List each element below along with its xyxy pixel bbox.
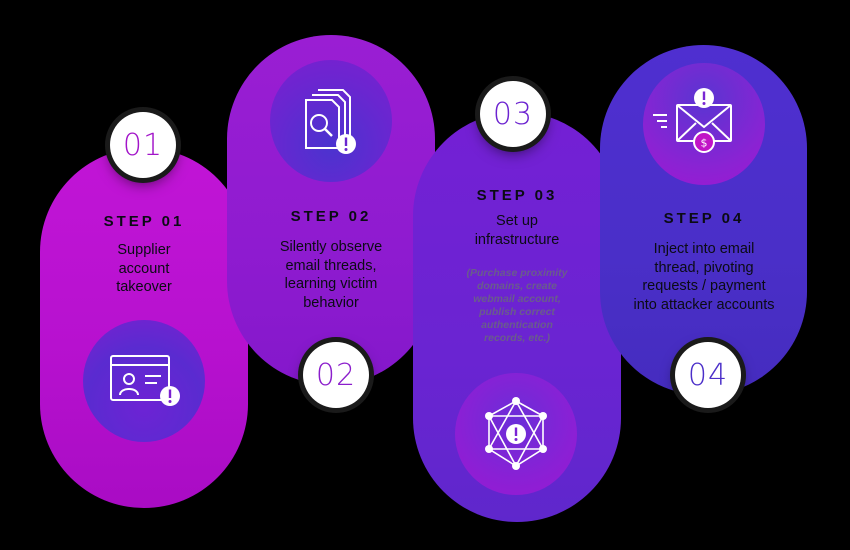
- step-2-label: STEP 02: [290, 208, 372, 225]
- step-1-icon-circle: [83, 320, 205, 442]
- network-alert-icon: [485, 397, 547, 470]
- step-2-number-badge: 02: [303, 342, 369, 408]
- step-1-label: STEP 01: [103, 213, 185, 230]
- step-3-icon-circle: [455, 373, 577, 495]
- step-3-number-badge: 03: [480, 81, 546, 147]
- step-2-icon-circle: [270, 60, 392, 182]
- document-search-alert-icon: [305, 89, 356, 154]
- step-2-description: Silently observe email threads, learning…: [279, 239, 383, 311]
- step-4-icon-circle: $: [643, 63, 765, 185]
- step-4-description: Inject into email thread, pivoting reque…: [633, 241, 775, 313]
- step-1-description: Supplier account takeover: [116, 242, 172, 295]
- step-4-label: STEP 04: [663, 210, 745, 227]
- step-3-note: (Purchase proximity domains, create webm…: [466, 267, 568, 344]
- step-4-number-badge: 04: [675, 342, 741, 408]
- step-3-description: Set up infrastructure: [474, 213, 560, 248]
- step-1-number-badge: 01: [110, 112, 176, 178]
- email-payment-alert-icon: $: [653, 88, 732, 153]
- svg-text:$: $: [701, 137, 708, 150]
- account-card-alert-icon: [110, 355, 180, 406]
- step-3-label: STEP 03: [476, 187, 558, 204]
